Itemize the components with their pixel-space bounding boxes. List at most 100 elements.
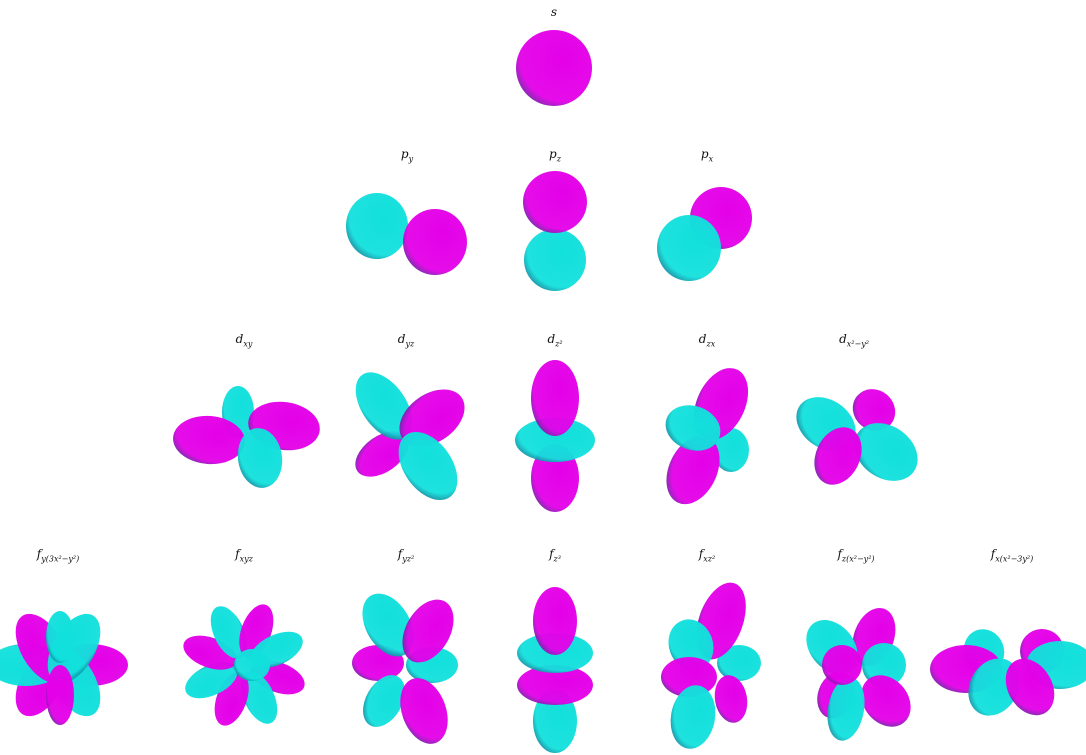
orbital-letter: p: [700, 147, 709, 161]
orbital-shape-fz3: [517, 587, 593, 753]
orbital-subscript: xyz: [239, 554, 253, 564]
orbital-letter: f: [36, 547, 42, 561]
orbital-shape-py: [346, 193, 467, 275]
orbital-shape-dz2: [515, 360, 595, 512]
orbital-label-px: px: [701, 148, 713, 163]
orbital-subscript: z: [556, 154, 561, 164]
orbital-letter: d: [698, 332, 707, 346]
f4-lobe-top: [533, 587, 577, 655]
dz2-lobe-top: [531, 360, 579, 436]
orbital-label-py: py: [401, 148, 413, 163]
orbital-subscript: y(3x²−y²): [41, 554, 80, 564]
orbital-shape-dyz: [355, 372, 465, 501]
dyz-lobe-lower-left: [355, 431, 409, 477]
orbital-letter: f: [698, 547, 704, 561]
py-positive-lobe: [403, 209, 467, 275]
orbital-subscript: x(x²−3y²): [995, 554, 1034, 564]
orbital-shape-fy3x2y2: [0, 611, 128, 725]
orbital-label-pz: pz: [549, 148, 561, 163]
f6-lobe-bottom: [827, 677, 865, 741]
f4-lobe-bottom: [533, 689, 577, 753]
f2-lobe-6: [210, 606, 247, 659]
orbital-label-dz2: dz²: [547, 333, 562, 348]
f5-lobe-lower-right: [714, 675, 748, 723]
f3-lobe-upper-left: [362, 593, 414, 657]
orbital-subscript: z³: [553, 554, 561, 564]
orbital-label-fy3x2y2: fy(3x²−y²): [37, 548, 79, 563]
orbital-label-s: s: [551, 6, 557, 18]
orbital-label-dzx: dzx: [699, 333, 715, 348]
f3-lobe-upper-right: [402, 599, 454, 663]
pz-negative-lobe: [524, 229, 586, 291]
orbital-letter: f: [549, 547, 554, 561]
orbital-subscript: x: [708, 154, 714, 164]
f5-lobe-upper-left: [668, 619, 714, 671]
orbital-subscript: x²−y²: [846, 339, 869, 349]
dzx-lobe-lower: [666, 435, 720, 505]
s-sphere: [516, 30, 592, 106]
f1-lobe-bottom: [46, 665, 74, 725]
orbital-letter: f: [837, 547, 842, 561]
f7-lobe-front-right: [1005, 658, 1055, 716]
orbital-shape-dx2y2: [796, 389, 918, 485]
orbital-shape-fxz2: [661, 582, 761, 749]
orbital-shape-fzx2y2: [806, 607, 911, 741]
dzx-lobe-back-right: [713, 428, 749, 472]
orbital-shape-fxx23y2: [930, 629, 1086, 716]
f2-center: [234, 649, 270, 681]
f6-lobe-right: [862, 643, 906, 687]
dxy-lobe-front: [237, 428, 283, 488]
orbital-shape-fxyz: [183, 604, 305, 726]
orbital-letter: f: [397, 547, 403, 561]
f6-lobe-lower-right: [861, 675, 911, 727]
orbital-label-fzx2y2: fz(x²−y²): [837, 548, 874, 563]
dxy-lobe-left: [173, 415, 245, 465]
orbital-letter: d: [547, 332, 556, 346]
orbital-label-dx2y2: dx²−y²: [839, 333, 869, 348]
f2-lobe-4: [185, 662, 238, 699]
orbital-letter: d: [839, 332, 847, 346]
pz-positive-lobe: [523, 171, 587, 233]
dx2y2-lobe-lower-left: [814, 427, 862, 485]
dzx-lobe-front-left: [665, 405, 721, 451]
orbital-subscript: yz²: [402, 554, 415, 564]
orbital-shape-dzx: [665, 368, 749, 505]
f5-lobe-lower: [670, 685, 716, 749]
f3-lobe-lower-left: [363, 675, 405, 727]
orbital-shape-fyz2: [352, 593, 458, 744]
orbital-label-fxx23y2: fx(x²−3y²): [991, 548, 1033, 563]
orbital-subscript: zx: [706, 339, 716, 349]
orbital-subscript: y: [408, 154, 414, 164]
orbital-subscript: xz²: [703, 554, 716, 564]
dz2-torus: [515, 418, 595, 462]
f5-ring-right: [717, 645, 761, 681]
orbital-shape-pz: [523, 171, 587, 291]
f6-center: [822, 645, 862, 685]
orbital-letter: f: [990, 547, 996, 561]
dyz-lobe-upper-left: [355, 372, 413, 440]
dz2-lobe-bottom: [531, 444, 579, 512]
f2-lobe-2: [241, 671, 278, 724]
orbital-label-dyz: dyz: [398, 333, 414, 348]
orbital-label-fxz2: fxz²: [699, 548, 715, 563]
orbital-label-fxyz: fxyz: [235, 548, 253, 563]
orbital-letter: p: [400, 147, 409, 161]
orbital-label-fyz2: fyz²: [398, 548, 414, 563]
orbital-letter: f: [235, 547, 240, 561]
orbital-subscript: z(x²−y²): [841, 554, 875, 564]
orbital-letter: p: [549, 147, 557, 161]
dx2y2-lobe-upper-right: [852, 389, 896, 431]
orbital-letter: s: [550, 5, 558, 19]
f1-lobe-top: [46, 611, 74, 663]
orbital-shape-px: [657, 187, 752, 281]
orbital-shape-dxy: [173, 386, 320, 488]
orbital-label-fz3: fz³: [549, 548, 561, 563]
f5-ring-left: [661, 657, 717, 697]
py-negative-lobe: [346, 193, 408, 259]
orbital-subscript: z²: [555, 339, 563, 349]
px-negative-lobe: [657, 215, 721, 281]
orbital-letter: d: [397, 332, 406, 346]
orbital-subscript: xy: [243, 339, 253, 349]
f4-torus-lower: [517, 665, 593, 705]
